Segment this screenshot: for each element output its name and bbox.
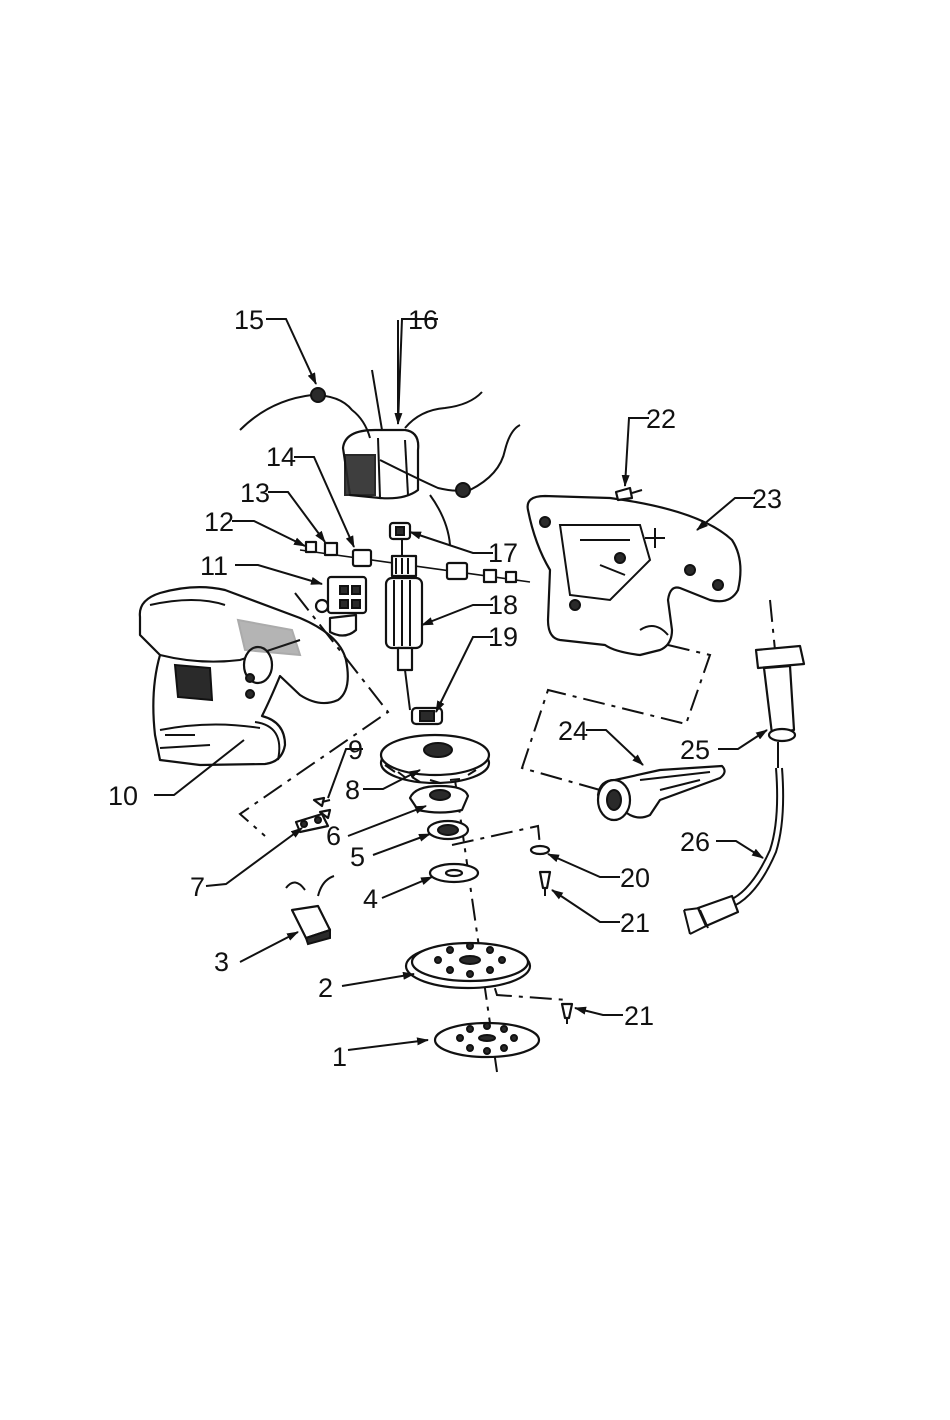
pad-bearing-part xyxy=(428,821,468,839)
callout-8: 8 xyxy=(345,775,360,805)
callout-18: 18 xyxy=(488,590,518,620)
upper-bearing-part xyxy=(390,523,410,539)
callout-23: 23 xyxy=(752,484,782,514)
callout-3: 3 xyxy=(214,947,229,977)
callout-11: 11 xyxy=(200,551,228,581)
callout-17: 17 xyxy=(488,538,518,568)
sanding-disc-part xyxy=(435,1023,539,1057)
callout-25: 25 xyxy=(680,735,710,765)
callout-6: 6 xyxy=(326,821,341,851)
callout-22: 22 xyxy=(646,404,676,434)
callout-26: 26 xyxy=(680,827,710,857)
screw-part xyxy=(540,872,550,896)
small-washer-part xyxy=(531,846,549,854)
fan-part xyxy=(381,735,489,783)
callout-1: 1 xyxy=(332,1042,347,1072)
housing-half-part xyxy=(140,587,348,765)
pad-screw-part xyxy=(562,1004,572,1024)
callout-14: 14 xyxy=(266,442,296,472)
callout-10: 10 xyxy=(108,781,138,811)
stator-part xyxy=(343,430,418,498)
callout-24: 24 xyxy=(558,716,588,746)
sanding-base-part xyxy=(406,943,530,988)
callout-12: 12 xyxy=(204,507,234,537)
callout-5: 5 xyxy=(350,842,365,872)
callout-15: 15 xyxy=(234,305,264,335)
callout-16: 16 xyxy=(408,305,438,335)
callout-21b: 21 xyxy=(624,1001,654,1031)
dust-port-part xyxy=(598,766,725,820)
housing-screw-part xyxy=(616,488,642,500)
callout-20: 20 xyxy=(620,863,650,893)
callout-4: 4 xyxy=(363,884,378,914)
switch-part xyxy=(316,577,366,636)
callout-9: 9 xyxy=(348,735,363,765)
callout-7: 7 xyxy=(190,872,205,902)
callout-21a: 21 xyxy=(620,908,650,938)
armature-part xyxy=(386,540,422,710)
cord-guard-part xyxy=(756,600,804,768)
washer-part xyxy=(430,864,478,882)
callout-2: 2 xyxy=(318,973,333,1003)
callout-19: 19 xyxy=(488,622,518,652)
callout-13: 13 xyxy=(240,478,270,508)
